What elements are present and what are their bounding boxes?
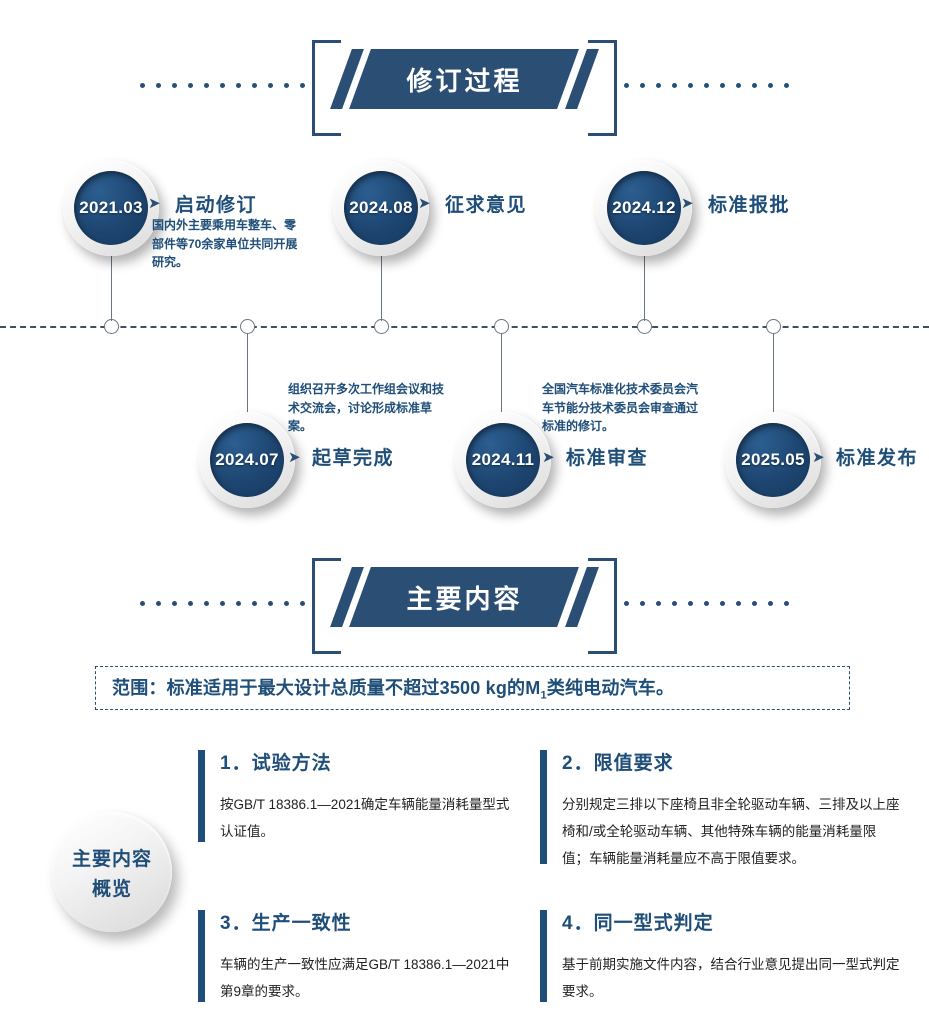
content-block-2-title: 限值要求 bbox=[593, 753, 674, 774]
content-block-4-body: 基于前期实施文件内容，结合行业意见提出同一型式判定要求。 bbox=[562, 957, 900, 999]
scope-label: 范围： bbox=[112, 678, 167, 699]
content-block-3: 3．生产一致性 车辆的生产一致性应满足GB/T 18386.1—2021中第9章… bbox=[198, 908, 513, 1004]
timeline-node-2024-07[interactable]: 2024.07 bbox=[199, 412, 295, 508]
scope-subscript: 1 bbox=[540, 689, 547, 702]
stem-4 bbox=[247, 334, 249, 424]
arrow-icon-1: ➤ bbox=[148, 195, 161, 212]
timeline-node-2021-03[interactable]: 2021.03 bbox=[63, 160, 159, 256]
content-block-4-title: 同一型式判定 bbox=[593, 913, 714, 934]
event-title-3: 标准报批 bbox=[708, 195, 791, 216]
axis-node-6 bbox=[766, 319, 781, 334]
content-block-3-heading: 3．生产一致性 bbox=[220, 908, 513, 935]
node-date: 2024.07 bbox=[215, 450, 279, 469]
event-title-2: 征求意见 bbox=[445, 195, 528, 216]
arrow-icon-6: ➤ bbox=[812, 449, 825, 466]
content-block-2-body: 分别规定三排以下座椅且非全轮驱动车辆、三排及以上座椅和/或全轮驱动车辆、其他特殊… bbox=[562, 797, 900, 866]
banner-dots-left bbox=[140, 82, 305, 88]
content-block-1-number: 1． bbox=[220, 753, 252, 774]
stem-5 bbox=[501, 334, 503, 424]
timeline-node-2024-08[interactable]: 2024.08 bbox=[333, 160, 429, 256]
content-block-2-heading: 2．限值要求 bbox=[562, 748, 900, 775]
content-block-2-number: 2． bbox=[562, 753, 594, 774]
banner-bracket-2 bbox=[312, 558, 617, 654]
arrow-icon-2: ➤ bbox=[418, 195, 431, 212]
node-inner: 2025.05 bbox=[736, 423, 810, 497]
content-block-3-number: 3． bbox=[220, 913, 252, 934]
arrow-icon-4: ➤ bbox=[288, 449, 301, 466]
node-inner: 2024.08 bbox=[344, 171, 418, 245]
content-block-1-title: 试验方法 bbox=[251, 753, 332, 774]
content-block-1-body: 按GB/T 18386.1—2021确定车辆能量消耗量型式认证值。 bbox=[220, 797, 510, 839]
content-block-3-title: 生产一致性 bbox=[251, 913, 352, 934]
badge-ring: 主要内容 概览 bbox=[52, 812, 172, 932]
event-desc-5: 全国汽车标准化技术委员会汽车节能分技术委员会审查通过标准的修订。 bbox=[542, 382, 699, 434]
revision-banner-title: 修订过程 bbox=[406, 65, 523, 96]
badge-line-1: 主要内容 bbox=[71, 848, 152, 870]
content-block-1-heading: 1．试验方法 bbox=[220, 748, 513, 775]
event-desc-1: 国内外主要乘用车整车、零部件等70余家单位共同开展研究。 bbox=[152, 218, 298, 270]
event-title-4: 起草完成 bbox=[312, 448, 395, 469]
stem-6 bbox=[773, 334, 775, 412]
timeline-axis bbox=[0, 326, 929, 328]
content-block-1: 1．试验方法 按GB/T 18386.1—2021确定车辆能量消耗量型式认证值。 bbox=[198, 748, 513, 844]
banner-dots-left-2 bbox=[140, 600, 305, 606]
node-date: 2021.03 bbox=[79, 198, 143, 217]
badge-line-2: 概览 bbox=[91, 878, 132, 900]
node-inner: 2024.11 bbox=[466, 423, 540, 497]
timeline-node-2024-12[interactable]: 2024.12 bbox=[596, 160, 692, 256]
node-inner: 2024.07 bbox=[210, 423, 284, 497]
scope-text: 范围：标准适用于最大设计总质量不超过3500 kg的M1类纯电动汽车。 bbox=[112, 674, 674, 702]
banner-dots-right-2 bbox=[624, 600, 789, 606]
banner-bracket bbox=[312, 40, 617, 136]
event-title-1: 启动修订 bbox=[175, 195, 258, 216]
node-date: 2024.12 bbox=[612, 198, 676, 217]
content-block-4-number: 4． bbox=[562, 913, 594, 934]
content-block-4: 4．同一型式判定 基于前期实施文件内容，结合行业意见提出同一型式判定要求。 bbox=[540, 908, 900, 1004]
node-inner: 2024.12 bbox=[607, 171, 681, 245]
event-desc-4: 组织召开多次工作组会议和技术交流会，讨论形成标准草案。 bbox=[288, 382, 445, 434]
axis-node-2 bbox=[240, 319, 255, 334]
stem-3 bbox=[644, 230, 646, 321]
stem-1 bbox=[111, 255, 113, 321]
axis-node-1 bbox=[104, 319, 119, 334]
timeline-node-2025-05[interactable]: 2025.05 bbox=[725, 412, 821, 508]
timeline-node-2024-11[interactable]: 2024.11 bbox=[455, 412, 551, 508]
scope-body-before: 标准适用于最大设计总质量不超过3500 kg的M bbox=[166, 678, 541, 699]
overview-badge: 主要内容 概览 bbox=[52, 812, 172, 932]
node-date: 2024.11 bbox=[471, 450, 535, 469]
node-inner: 2021.03 bbox=[74, 171, 148, 245]
content-block-3-body: 车辆的生产一致性应满足GB/T 18386.1—2021中第9章的要求。 bbox=[220, 957, 510, 999]
revision-banner: 修订过程 bbox=[0, 30, 929, 140]
axis-node-5 bbox=[637, 319, 652, 334]
content-block-4-heading: 4．同一型式判定 bbox=[562, 908, 900, 935]
node-date: 2024.08 bbox=[349, 198, 413, 217]
stem-2 bbox=[381, 230, 383, 321]
event-title-5: 标准审查 bbox=[566, 448, 649, 469]
content-banner: 主要内容 bbox=[0, 548, 929, 658]
content-banner-title: 主要内容 bbox=[406, 583, 523, 614]
axis-node-4 bbox=[494, 319, 509, 334]
arrow-icon-5: ➤ bbox=[542, 449, 555, 466]
axis-node-3 bbox=[374, 319, 389, 334]
banner-dots-right bbox=[624, 82, 789, 88]
scope-body-after: 类纯电动汽车。 bbox=[546, 678, 675, 699]
node-date: 2025.05 bbox=[741, 450, 805, 469]
content-block-2: 2．限值要求 分别规定三排以下座椅且非全轮驱动车辆、三排及以上座椅和/或全轮驱动… bbox=[540, 748, 900, 866]
arrow-icon-3: ➤ bbox=[681, 195, 694, 212]
scope-box: 范围：标准适用于最大设计总质量不超过3500 kg的M1类纯电动汽车。 bbox=[95, 666, 850, 710]
event-title-6: 标准发布 bbox=[836, 448, 919, 469]
